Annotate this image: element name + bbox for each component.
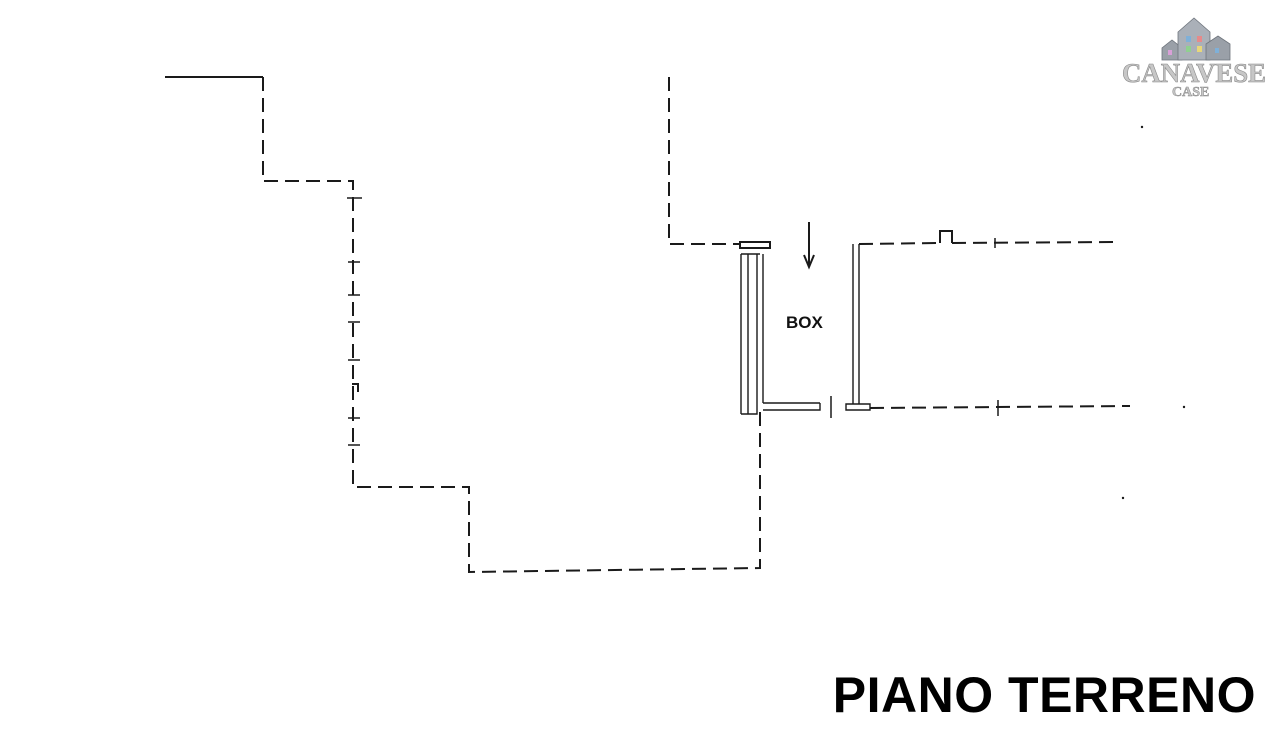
box-label: BOX — [786, 313, 824, 332]
upper-boundary — [668, 77, 771, 249]
down-arrow-icon — [803, 222, 815, 270]
floor-title: PIANO TERRENO — [832, 667, 1256, 723]
box-walls — [740, 244, 871, 418]
logo-sub: CASE — [1172, 85, 1209, 100]
left-boundary — [165, 76, 761, 574]
right-boundary — [858, 125, 1186, 500]
canavese-case-logo: CANAVESE CASE — [1122, 17, 1266, 100]
houses-logo-icon — [1161, 17, 1231, 61]
logo-name: CANAVESE — [1122, 58, 1266, 88]
